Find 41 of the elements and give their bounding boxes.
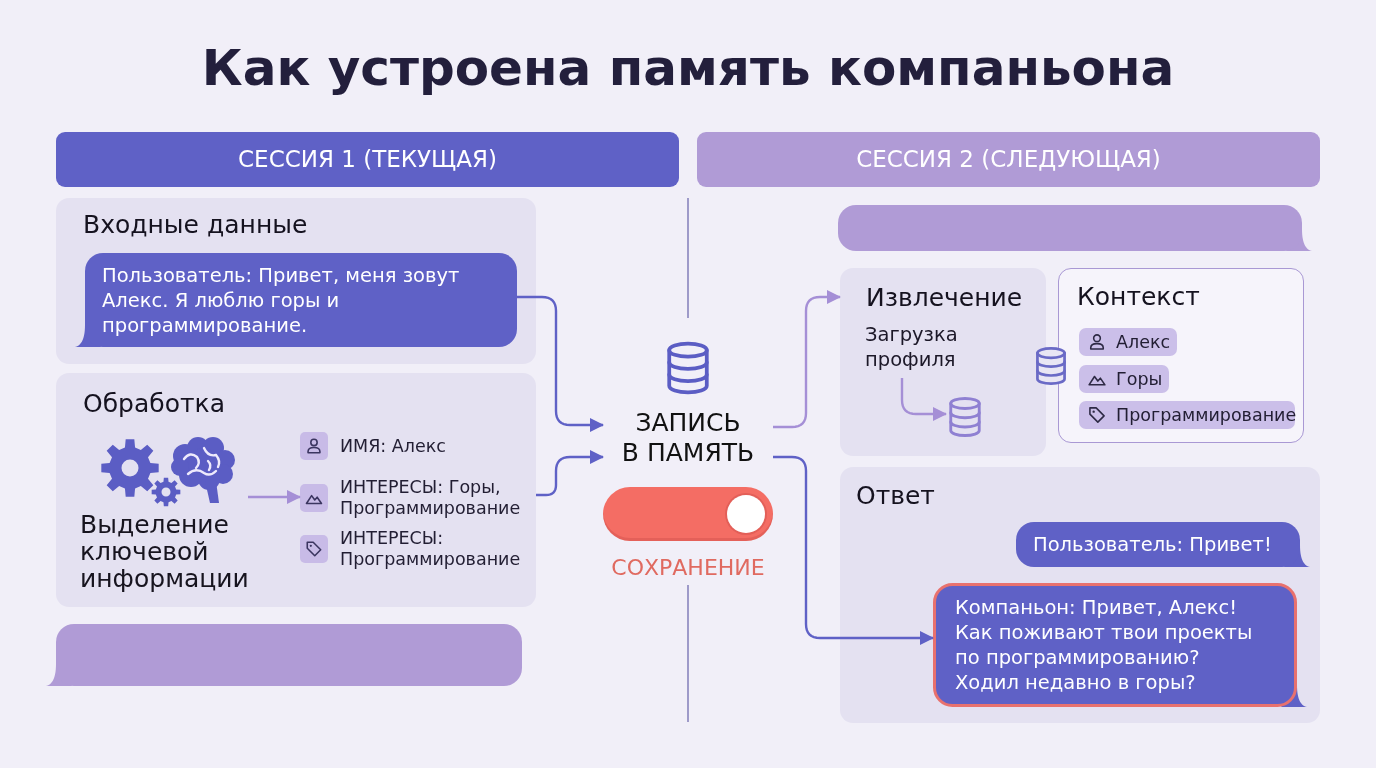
status-label: СОХРАНЕНИЕ	[610, 554, 766, 582]
message-text: Пользователь: Привет, меня зовут Алекс. Я люблю горы и программирование.	[102, 263, 461, 338]
title: Как устроена память компаньона	[201, 38, 1175, 99]
panel-heading: Обработка	[83, 389, 225, 419]
tag-label: Горы	[1116, 368, 1163, 390]
panel	[56, 373, 536, 607]
arrow	[773, 290, 841, 429]
speech-bubble	[838, 205, 1312, 251]
speech-bubble	[46, 624, 522, 686]
step-label: Загрузка профиля	[865, 322, 1025, 372]
extracted-fact: ИМЯ: Алекс	[340, 435, 446, 457]
step-label: Выделение ключевой информации	[80, 511, 249, 592]
panel	[840, 467, 1320, 723]
extracted-fact: ИНТЕРЕСЫ: Горы, Программирование	[340, 477, 522, 519]
message-text: Пользователь: Привет!	[1033, 532, 1273, 557]
profile-tag	[1079, 365, 1169, 393]
panel	[56, 198, 536, 364]
profile-tag	[1079, 328, 1177, 356]
panel-heading: Контекст	[1077, 282, 1200, 312]
extracted-fact: ИНТЕРЕСЫ: Программирование	[340, 528, 522, 570]
speech-bubble	[933, 583, 1307, 707]
tag-label: Программирование	[1116, 404, 1297, 426]
arrow	[517, 295, 604, 432]
panel-heading: Ответ	[856, 481, 935, 511]
arrow	[248, 490, 301, 504]
arrow	[900, 378, 947, 421]
step-title: ЗАПИСЬ В ПАМЯТЬ	[621, 408, 755, 468]
panel-heading: Входные данные	[83, 210, 308, 240]
speech-bubble	[1016, 522, 1310, 567]
arrow	[773, 455, 934, 645]
panel	[840, 268, 1046, 456]
panel	[1058, 268, 1304, 443]
profile-tag	[1079, 401, 1295, 429]
section-header: СЕССИЯ 2 (СЛЕДУЮЩАЯ)	[697, 132, 1320, 187]
section-header: СЕССИЯ 1 (ТЕКУЩАЯ)	[56, 132, 679, 187]
speech-bubble	[75, 253, 517, 347]
panel-heading: Извлечение	[866, 283, 1023, 313]
message-text: Компаньон: Привет, Алекс! Как поживают твои проекты по программированию? Ходил недавно в горы?	[955, 595, 1254, 695]
database-icon	[946, 396, 984, 438]
arrow	[536, 450, 604, 497]
tag-label: Алекс	[1116, 331, 1171, 353]
